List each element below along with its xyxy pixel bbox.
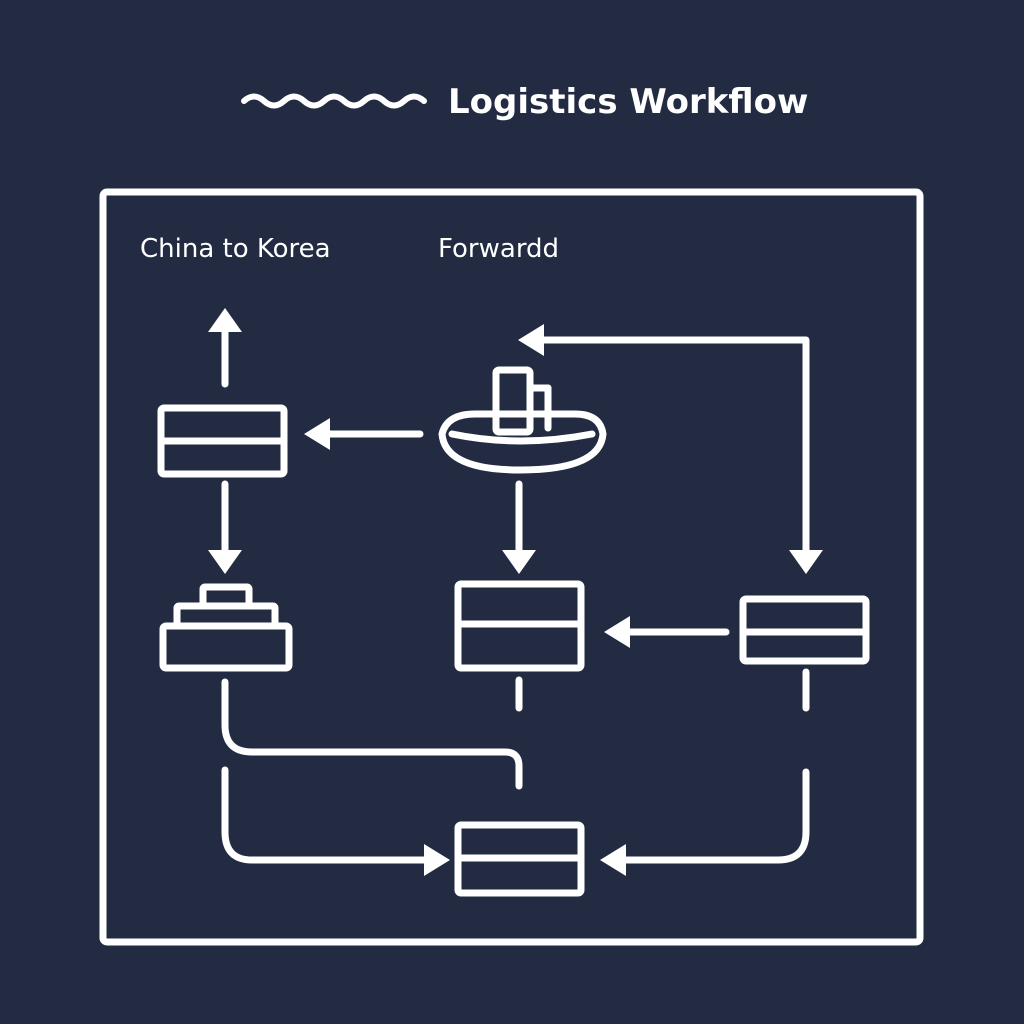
arrow-up — [208, 308, 242, 388]
title-group: Logistics Workflow — [241, 82, 808, 122]
arrow-right-to-center — [604, 616, 730, 648]
connector-warehouse-to-center — [221, 678, 523, 790]
box-node-bottom — [454, 821, 585, 897]
arrow-loop-to-ship — [518, 324, 823, 574]
arrow-ship-to-center-box — [502, 480, 536, 574]
warehouse-icon — [159, 583, 293, 672]
arrow-right-to-bottom — [600, 768, 810, 876]
label-forwardd: Forwardd — [438, 234, 559, 264]
diagram-title: Logistics Workflow — [448, 82, 808, 122]
ship-icon — [438, 366, 607, 474]
arrow-ship-to-box — [304, 418, 424, 450]
wave-icon — [241, 93, 427, 109]
diagram-frame — [99, 188, 924, 946]
box-node-center — [454, 580, 585, 672]
arrow-left-to-bottom — [221, 766, 450, 876]
arrow-box-to-warehouse — [208, 480, 242, 574]
box-node-top-left — [157, 404, 288, 478]
box-node-right — [739, 595, 870, 665]
label-china-to-korea: China to Korea — [140, 234, 331, 264]
